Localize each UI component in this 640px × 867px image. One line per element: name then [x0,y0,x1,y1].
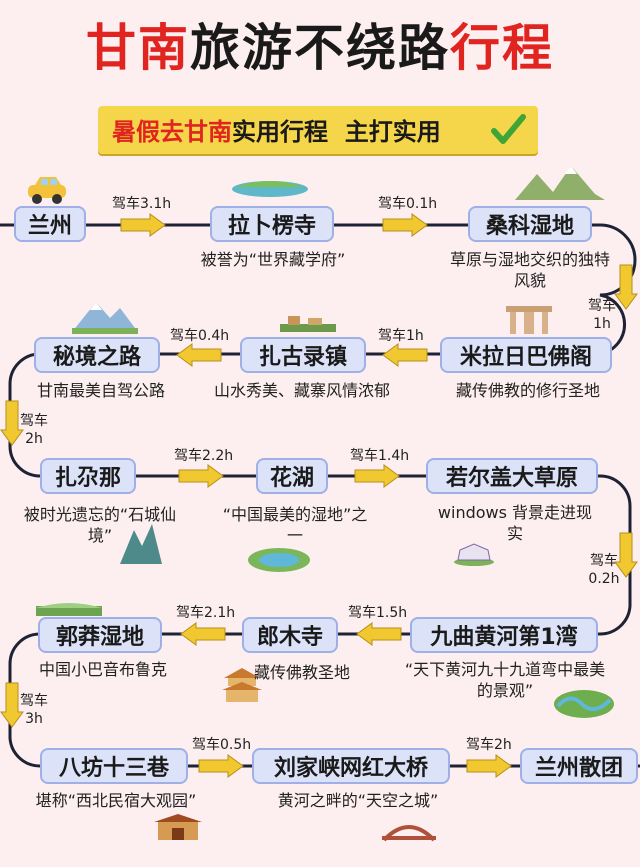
stop-secret-road: 秘境之路 [34,337,160,373]
stop-langmu-temple: 郎木寺 [242,617,338,653]
drive-time-14: 驾车2h [466,737,512,753]
stop-ruoergai-grassland: 若尔盖大草原 [426,458,598,494]
lake-picture [232,181,308,197]
stone-peak-picture [120,524,162,564]
desc-milarepa-pavilion: 藏传佛教的修行圣地 [455,381,600,400]
arrow-left-11 [180,622,226,646]
stop-sangke-wetland: 桑科湿地 [468,206,592,242]
arrow-right-1 [120,213,166,237]
snow-mountain-picture [72,302,138,334]
drive-time-13: 驾车0.5h [192,737,252,753]
arrow-right-14 [466,754,512,778]
drive-time-1: 驾车3.1h [112,196,172,212]
stop-lanzhou-end: 兰州散团 [520,748,638,784]
stop-lanzhou: 兰州 [14,206,86,242]
river-bend-picture [554,690,614,718]
arrow-right-7 [178,464,224,488]
temple-picture [222,668,262,702]
drive-time-11: 驾车2.1h [176,605,236,621]
arrow-down-3 [614,264,638,310]
gateway-picture [154,814,202,840]
banner-text: 暑假去甘南实用行程 主打实用 [112,118,441,146]
desc-ruoergai-grassland: windows 背景走进现实 [437,503,593,543]
desc-zhagana: 被时光遗忘的“石城仙境” [23,505,177,545]
desc-sangke-wetland: 草原与湿地交织的独特风貌 [449,250,610,290]
drive-time-7: 驾车2.2h [174,448,234,464]
stop-guomang-wetland: 郭莽湿地 [38,617,162,653]
desc-zhagulu-town: 山水秀美、藏寨风情浓郁 [214,381,391,400]
arrow-right-13 [198,754,244,778]
arrow-down-12 [0,682,24,728]
arrow-left-5 [176,343,222,367]
desc-flower-lake: “中国最美的湿地”之一 [222,505,368,545]
stop-liujiaxia-bridge: 刘家峡网红大桥 [252,748,450,784]
subtitle-banner: 暑假去甘南实用行程 主打实用 [98,106,538,154]
drive-time-10: 驾车1.5h [348,605,408,621]
stop-yellow-river-bend: 九曲黄河第1湾 [410,617,598,653]
desc-guomang-wetland: 中国小巴音布鲁克 [38,660,167,679]
yurt-picture [454,543,494,566]
check-icon [491,114,526,144]
wetland-picture [36,603,102,616]
desc-labrang-temple: 被誉为“世界藏学府” [200,250,346,269]
desc-yellow-river-bend: “天下黄河九十九道弯中最美的景观” [404,660,606,700]
arrow-down-6 [0,400,24,446]
stop-milarepa-pavilion: 米拉日巴佛阁 [440,337,612,373]
drive-time-4: 驾车1h [378,328,424,344]
village-picture [280,316,336,332]
car-icon [28,177,66,204]
stop-flower-lake: 花湖 [256,458,328,494]
drive-time-2: 驾车0.1h [378,196,438,212]
desc-secret-road: 甘南最美自驾公路 [36,381,165,400]
drive-time-8: 驾车1.4h [350,448,410,464]
stop-zhagana: 扎尕那 [40,458,136,494]
bridge-picture [382,825,436,842]
arrow-down-9 [614,532,638,578]
desc-liujiaxia-bridge: 黄河之畔的“天空之城” [277,791,439,810]
flower-lake-picture [248,548,310,572]
gate-picture [506,306,552,334]
arrow-right-8 [354,464,400,488]
page-title: 甘南旅游不绕路行程 [86,19,554,77]
mountains-picture [515,166,605,200]
arrow-right-2 [382,213,428,237]
drive-time-5: 驾车0.4h [170,328,230,344]
stop-bafang-alleys: 八坊十三巷 [40,748,188,784]
arrow-left-10 [356,622,402,646]
stop-zhagulu-town: 扎古录镇 [240,337,366,373]
desc-bafang-alleys: 堪称“西北民宿大观园” [35,791,197,810]
desc-langmu-temple: 藏传佛教圣地 [253,663,350,682]
arrow-left-4 [382,343,428,367]
stop-labrang-temple: 拉卜楞寺 [210,206,334,242]
